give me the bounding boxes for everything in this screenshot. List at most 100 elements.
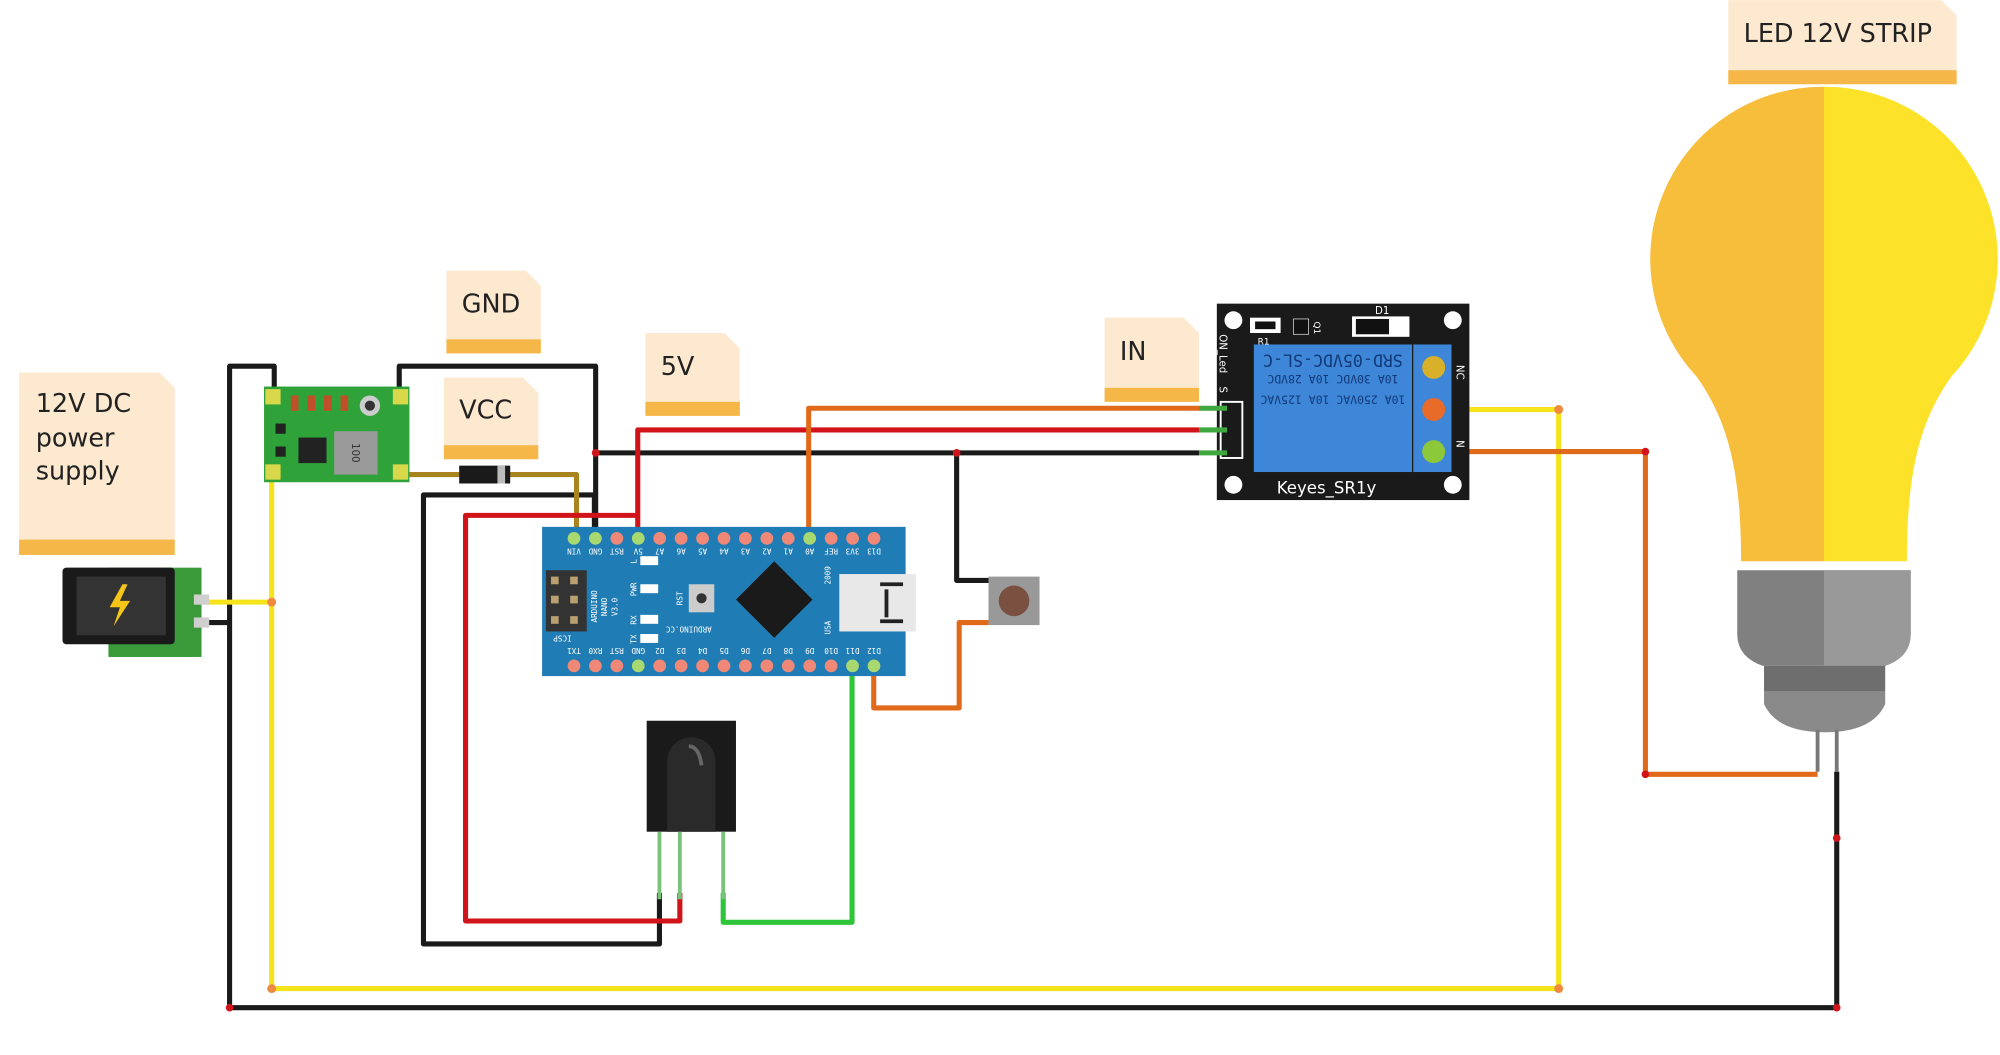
pin-d4: [696, 659, 709, 673]
wire-d11-ir: [720, 663, 855, 925]
buck-converter: 100: [264, 386, 410, 483]
pin-label: REF: [824, 547, 838, 556]
wire-5v-ir: [463, 512, 683, 924]
arduino-year: 2009: [823, 566, 832, 585]
pin-label: A2: [762, 547, 771, 556]
pin-rst: [610, 531, 624, 545]
wire-button-gnd: [954, 452, 989, 583]
pin-label: D2: [655, 646, 664, 655]
pin-label: GND: [631, 646, 645, 655]
note-text: IN: [1120, 337, 1147, 367]
note-text: GND: [462, 290, 520, 320]
lightning-icon: [109, 584, 131, 627]
pin-vin: [567, 531, 581, 545]
arduino-icsp-label: ICSP: [553, 633, 572, 642]
reset-label: RST: [675, 591, 684, 605]
wire-ir-gnd: [420, 492, 662, 947]
wire-vin: [408, 472, 580, 536]
relay-module: R1 Q1 SRD-05VDC-SL-C 10A 30VDC 10A 28VDC…: [1198, 303, 1470, 501]
pin-label: RST: [610, 646, 624, 655]
pin-label: D6: [740, 646, 750, 655]
relay-rating-dc: 10A 30VDC 10A 28VDC: [1267, 372, 1398, 386]
pin-label: D13: [867, 547, 881, 556]
note-text: supply: [36, 457, 120, 487]
push-button: [988, 576, 1040, 626]
pin-a7: [653, 531, 667, 545]
note-text: LED 12V STRIP: [1744, 19, 1932, 49]
relay-q1: Q1: [1311, 322, 1321, 335]
wire-ground-main: [227, 363, 1840, 1011]
pin-a2: [760, 531, 774, 545]
diode: [459, 465, 511, 484]
relay-r1: R1: [1258, 337, 1270, 347]
pin-label: A4: [719, 547, 729, 556]
led-label-tx: TX: [629, 634, 638, 644]
relay-rating-ac: 10A 250VAC 10A 125VAC: [1260, 392, 1405, 406]
pin-d5: [717, 659, 731, 673]
pin-a0: [803, 531, 817, 545]
pin-d7: [760, 659, 774, 673]
pin-a4: [717, 531, 731, 545]
note-text: 12V DC: [36, 389, 131, 419]
pin-label: RST: [610, 547, 624, 556]
wire-a0-relay-in: [806, 405, 1199, 536]
wire-5v-relay: [635, 427, 1199, 536]
arduino-name-3: V3.0: [610, 597, 619, 616]
pin-label: D3: [676, 646, 686, 655]
pin-a6: [674, 531, 688, 545]
pin-a1: [781, 531, 795, 545]
pin-d10: [824, 659, 838, 673]
pin-d11: [846, 659, 859, 673]
note-gnd: GND: [446, 270, 541, 354]
arduino-name-1: ARDUINO: [590, 590, 599, 623]
pin-5v: [631, 531, 645, 545]
dc-power-jack: [62, 567, 210, 657]
pin-label: A1: [783, 547, 793, 556]
note-text: 5V: [661, 352, 695, 382]
pin-label: A5: [698, 547, 707, 556]
pin-label: D9: [805, 646, 815, 655]
pin-a3: [739, 531, 752, 545]
note-led-strip: LED 12V STRIP: [1728, 0, 1957, 85]
pin-gnd: [589, 531, 602, 545]
relay-model: SRD-05VDC-SL-C: [1263, 351, 1403, 370]
ir-receiver: [646, 720, 736, 900]
wire-d12-button: [871, 619, 989, 711]
relay-on-led: ON_Led: [1216, 334, 1227, 373]
note-5v: 5V: [645, 332, 740, 416]
led-bulb: [1650, 86, 1998, 772]
wire-relay-no-bulb: [1434, 449, 1818, 777]
note-vcc: VCC: [443, 377, 539, 460]
pin-d8: [781, 659, 795, 673]
pin-d6: [739, 659, 752, 673]
led-label-l: L: [629, 559, 638, 564]
note-text: VCC: [459, 395, 512, 425]
pin-label: GND: [588, 547, 602, 556]
pin-label: D5: [719, 646, 728, 655]
pin-label: D7: [762, 646, 772, 655]
note-in: IN: [1104, 317, 1199, 402]
relay-s-label: S: [1216, 387, 1227, 393]
pin-label: VIN: [567, 547, 581, 556]
pin-label: A6: [676, 547, 686, 556]
arduino-name-2: NANO: [600, 597, 609, 616]
pin-label: A3: [740, 547, 750, 556]
relay-nc: NC: [1454, 365, 1465, 380]
relay-no: N: [1454, 440, 1465, 448]
pin-ref: [824, 531, 838, 545]
pin-d9: [803, 659, 817, 673]
relay-label: Keyes_SR1y: [1277, 479, 1377, 499]
pin-d12: [867, 659, 881, 673]
pin-label: 5V: [633, 547, 643, 556]
pin-label: D8: [783, 646, 793, 655]
pin-label: D11: [845, 646, 859, 655]
pin-d3: [674, 659, 688, 673]
pin-rst: [610, 659, 624, 673]
pin-label: 3V3: [845, 547, 859, 556]
wires: [204, 363, 1841, 1012]
led-label-pwr: PWR: [629, 582, 638, 596]
pin-label: D10: [824, 646, 838, 655]
pin-3v3: [846, 531, 859, 545]
